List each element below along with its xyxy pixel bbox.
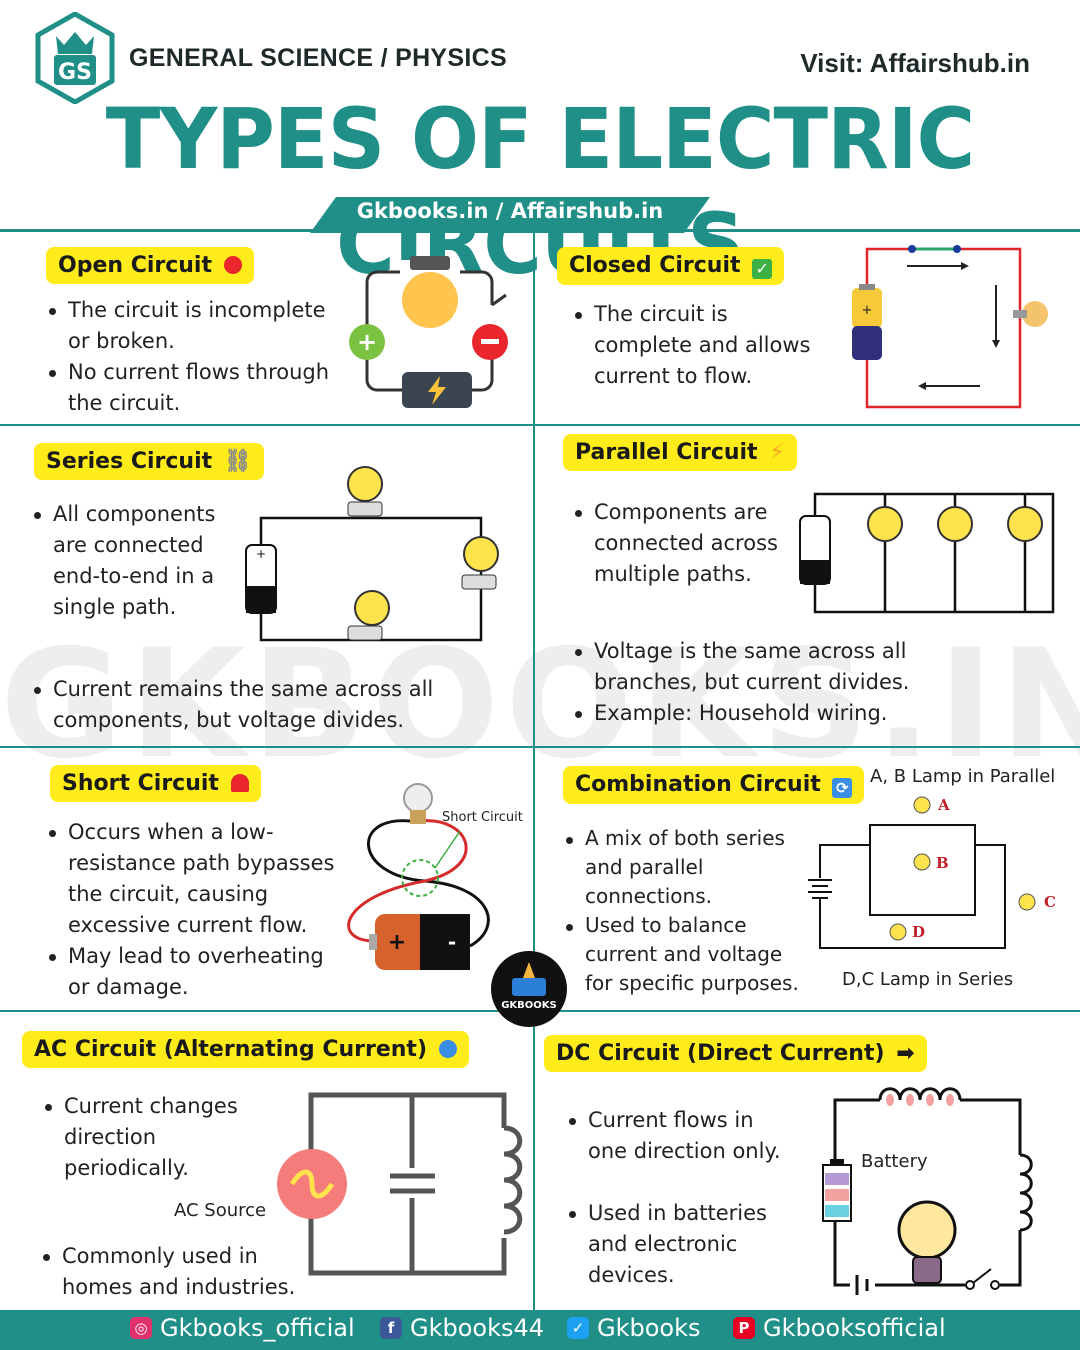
combination-circuit-label: Combination Circuit bbox=[575, 772, 821, 797]
twitter-link[interactable]: ✓ Gkbooks bbox=[567, 1314, 701, 1342]
combination-circuit-title: Combination Circuit ⟳ bbox=[563, 766, 865, 804]
pinterest-icon: P bbox=[733, 1317, 755, 1339]
site-links[interactable]: Gkbooks.in / Affairshub.in bbox=[356, 199, 664, 223]
battery-label: Battery bbox=[861, 1151, 928, 1172]
dc-circuit-bullets: Current flows in one direction only. Use… bbox=[566, 1105, 796, 1291]
bullet: Commonly used in homes and industries. bbox=[40, 1241, 320, 1303]
bullet: Components are connected across multiple… bbox=[572, 497, 792, 590]
svg-text:-: - bbox=[448, 930, 456, 954]
lamp-label-b: B bbox=[936, 854, 949, 872]
row-divider bbox=[0, 746, 1080, 748]
lamp-label-a: A bbox=[937, 796, 950, 814]
lamp-label-c: C bbox=[1044, 893, 1056, 911]
short-circuit-diagram: + - bbox=[347, 783, 490, 970]
check-mark-icon: ✓ bbox=[752, 259, 773, 279]
twitter-handle: Gkbooks bbox=[597, 1314, 701, 1342]
dc-circuit-label: DC Circuit (Direct Current) bbox=[556, 1041, 885, 1066]
instagram-handle: Gkbooks_official bbox=[160, 1314, 355, 1342]
bullet: The circuit is incomplete or broken. bbox=[46, 295, 336, 357]
stop-sign-icon bbox=[223, 256, 242, 274]
series-circuit-label: Series Circuit bbox=[46, 449, 213, 474]
ac-circuit-title: AC Circuit (Alternating Current) bbox=[22, 1031, 469, 1068]
watermark: GKBOOKS.IN bbox=[0, 618, 1080, 792]
bullet: Current changes direction periodically. bbox=[42, 1091, 262, 1184]
ac-circuit-label: AC Circuit (Alternating Current) bbox=[34, 1037, 427, 1062]
bullet: Occurs when a low-resistance path bypass… bbox=[46, 817, 346, 941]
short-circuit-diagram-label: Short Circuit bbox=[442, 810, 523, 825]
series-circuit-bullets-top: All components are connected end-to-end … bbox=[31, 499, 221, 623]
bullet: A mix of both series and parallel connec… bbox=[563, 824, 813, 911]
row-divider bbox=[0, 424, 1080, 426]
pinterest-handle: Gkbooksofficial bbox=[763, 1314, 946, 1342]
combination-note-bottom: D,C Lamp in Series bbox=[842, 969, 1014, 990]
link-icon: ⛓ bbox=[223, 449, 252, 474]
svg-text:+: + bbox=[256, 547, 266, 561]
dc-circuit-title: DC Circuit (Direct Current) ➡ bbox=[544, 1035, 927, 1072]
arrows-cycle-icon: ⟳ bbox=[832, 778, 853, 798]
bullet: Current remains the same across all comp… bbox=[31, 674, 481, 736]
column-divider bbox=[533, 232, 535, 1310]
open-circuit-diagram: + bbox=[349, 256, 508, 408]
ac-source-label: AC Source bbox=[174, 1200, 267, 1221]
svg-text:+: + bbox=[862, 303, 873, 318]
lightning-icon: ⚡ bbox=[769, 440, 785, 465]
parallel-circuit-bullets-top: Components are connected across multiple… bbox=[572, 497, 792, 590]
globe-icon bbox=[438, 1040, 457, 1058]
bullet: Used in batteries and electronic devices… bbox=[566, 1198, 796, 1291]
closed-circuit-diagram: + bbox=[852, 245, 1048, 409]
bullet: Current flows in one direction only. bbox=[566, 1105, 796, 1167]
series-circuit-title: Series Circuit ⛓ bbox=[34, 443, 264, 480]
series-circuit-diagram: + bbox=[245, 466, 499, 642]
closed-circuit-bullets: The circuit is complete and allows curre… bbox=[572, 299, 832, 392]
closed-circuit-title: Closed Circuit ✓ bbox=[557, 247, 785, 285]
ac-circuit-diagram bbox=[277, 1092, 523, 1276]
footer-bar bbox=[0, 1310, 1080, 1350]
bullet: Voltage is the same across all branches,… bbox=[572, 636, 952, 698]
svg-text:+: + bbox=[357, 328, 377, 356]
bullet: No current flows through the circuit. bbox=[46, 357, 336, 419]
facebook-link[interactable]: f Gkbooks44 bbox=[380, 1314, 544, 1342]
open-circuit-bullets: The circuit is incomplete or broken. No … bbox=[46, 295, 336, 419]
open-circuit-label: Open Circuit bbox=[58, 253, 212, 278]
parallel-circuit-label: Parallel Circuit bbox=[575, 440, 758, 465]
series-circuit-bullets-bottom: Current remains the same across all comp… bbox=[31, 674, 481, 736]
parallel-circuit-bullets-bottom: Voltage is the same across all branches,… bbox=[572, 636, 952, 729]
svg-text:+: + bbox=[388, 930, 406, 955]
facebook-handle: Gkbooks44 bbox=[410, 1314, 545, 1342]
ac-circuit-bullets-bottom: Commonly used in homes and industries. bbox=[40, 1241, 320, 1303]
instagram-link[interactable]: ◎ Gkbooks_official bbox=[130, 1314, 355, 1342]
logo-text: GS bbox=[58, 60, 92, 85]
combination-note-top: A, B Lamp in Parallel bbox=[870, 766, 1056, 787]
facebook-icon: f bbox=[380, 1317, 402, 1339]
short-circuit-label: Short Circuit bbox=[62, 771, 219, 796]
short-circuit-title: Short Circuit bbox=[50, 765, 261, 802]
combination-circuit-diagram: A B C D bbox=[805, 796, 1056, 949]
combination-circuit-bullets: A mix of both series and parallel connec… bbox=[563, 824, 813, 998]
bullet: Example: Household wiring. bbox=[572, 698, 952, 729]
short-circuit-bullets: Occurs when a low-resistance path bypass… bbox=[46, 817, 346, 1003]
lamp-label-d: D bbox=[912, 923, 925, 941]
closed-circuit-label: Closed Circuit bbox=[569, 253, 741, 278]
bullet: Used to balance current and voltage for … bbox=[563, 911, 813, 998]
siren-icon bbox=[230, 774, 249, 792]
bullet: All components are connected end-to-end … bbox=[31, 499, 221, 623]
open-circuit-title: Open Circuit bbox=[46, 247, 254, 284]
gkbooks-badge: GKBOOKS bbox=[491, 951, 567, 1027]
ac-circuit-bullets-top: Current changes direction periodically. bbox=[42, 1091, 262, 1184]
right-arrow-icon: ➡ bbox=[896, 1041, 915, 1066]
dc-circuit-diagram bbox=[822, 1087, 1033, 1295]
parallel-circuit-title: Parallel Circuit ⚡ bbox=[563, 434, 797, 471]
bullet: May lead to overheating or damage. bbox=[46, 941, 346, 1003]
visit-link[interactable]: Visit: Affairshub.in bbox=[800, 48, 1030, 78]
pinterest-link[interactable]: P Gkbooksofficial bbox=[733, 1314, 946, 1342]
category-label: GENERAL SCIENCE / PHYSICS bbox=[129, 44, 507, 72]
parallel-circuit-diagram bbox=[799, 492, 1055, 614]
instagram-icon: ◎ bbox=[130, 1317, 152, 1339]
badge-text: GKBOOKS bbox=[501, 1000, 557, 1011]
twitter-icon: ✓ bbox=[567, 1317, 589, 1339]
site-ribbon bbox=[310, 197, 710, 233]
bullet: The circuit is complete and allows curre… bbox=[572, 299, 832, 392]
gs-logo: GS bbox=[35, 12, 115, 104]
